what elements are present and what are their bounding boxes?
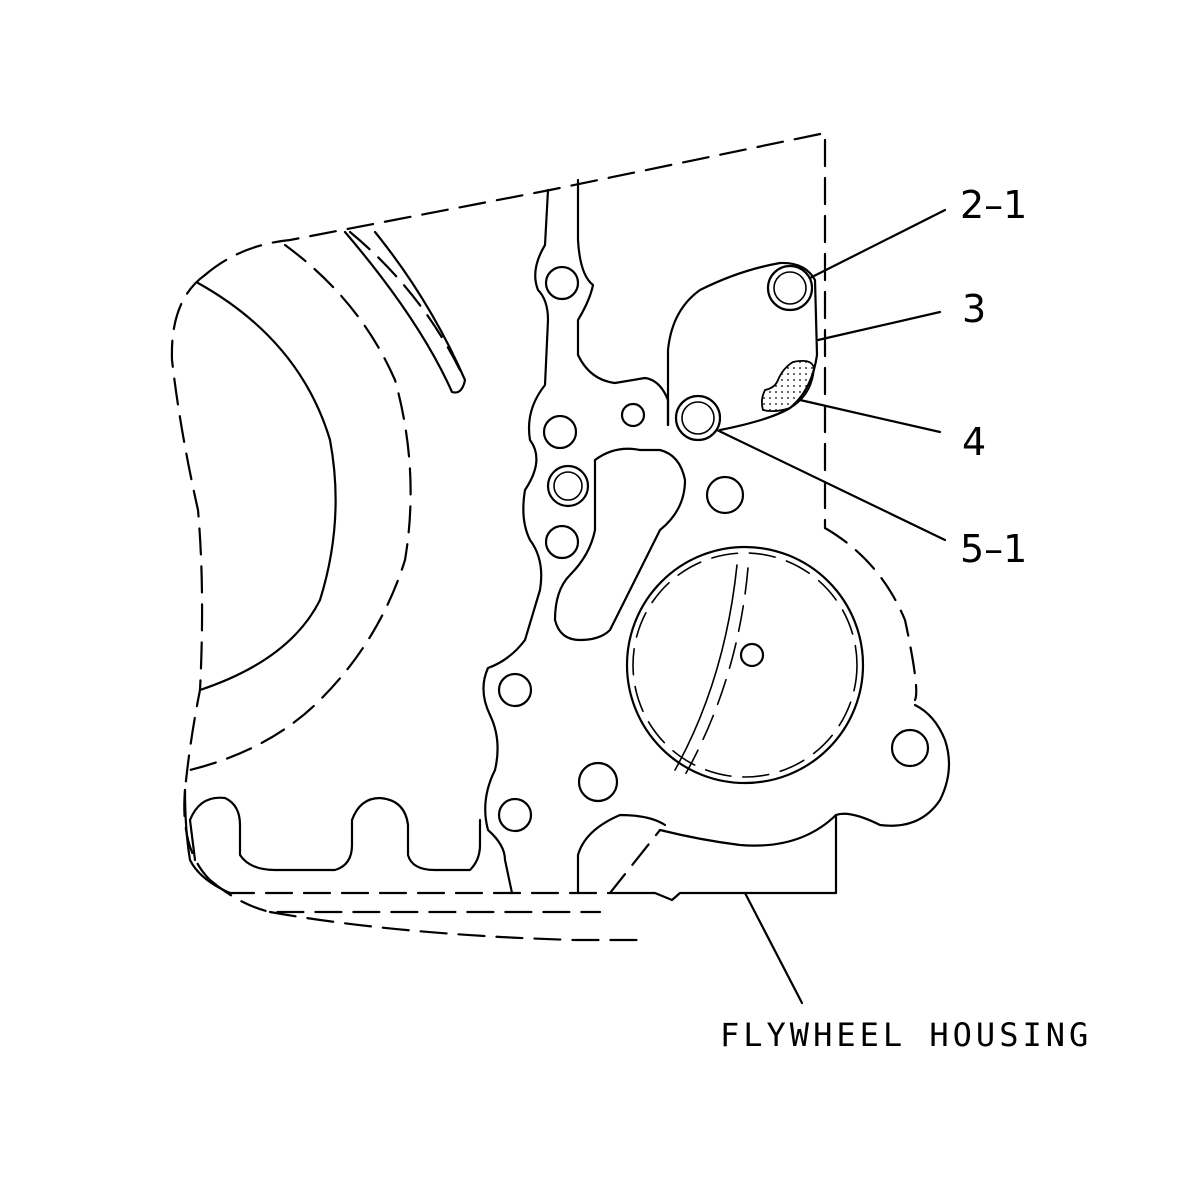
- housing-dashed-outline: [170, 131, 918, 942]
- leader-housing: [743, 891, 804, 1005]
- hole: [497, 797, 533, 833]
- web-slot: [553, 447, 687, 642]
- housing-plate: [183, 178, 951, 902]
- cover-plate: [666, 261, 819, 432]
- hole: [542, 414, 578, 450]
- hole: [890, 728, 930, 768]
- hole: [705, 475, 745, 515]
- hole: [544, 265, 580, 301]
- flywheel-housing-label: FLYWHEEL HOUSING: [720, 1016, 1092, 1054]
- callout-3: 3: [962, 287, 986, 331]
- hole: [620, 402, 646, 428]
- leader-5-1: [715, 428, 947, 542]
- leader-3: [816, 310, 942, 342]
- leader-2-1: [808, 208, 947, 280]
- hole: [546, 464, 590, 508]
- hole: [544, 524, 580, 560]
- bolt-5-1: [674, 394, 722, 442]
- leader-lines: [715, 208, 947, 1005]
- bolt-2-1: [766, 264, 814, 312]
- hole: [577, 761, 619, 803]
- callout-2-1: 2–1: [960, 183, 1027, 227]
- holes: [497, 265, 930, 833]
- leader-4: [798, 398, 942, 434]
- lower-lugs: [188, 796, 482, 872]
- gasket-hatch: [760, 359, 815, 413]
- callout-5-1: 5–1: [960, 527, 1027, 571]
- callout-4: 4: [962, 420, 986, 464]
- bore-curves: [196, 230, 467, 692]
- callout-labels: 2–1 3 4 5–1 FLYWHEEL HOUSING: [720, 183, 1092, 1054]
- hole: [739, 642, 765, 668]
- large-bore: [625, 545, 865, 785]
- hole: [497, 672, 533, 708]
